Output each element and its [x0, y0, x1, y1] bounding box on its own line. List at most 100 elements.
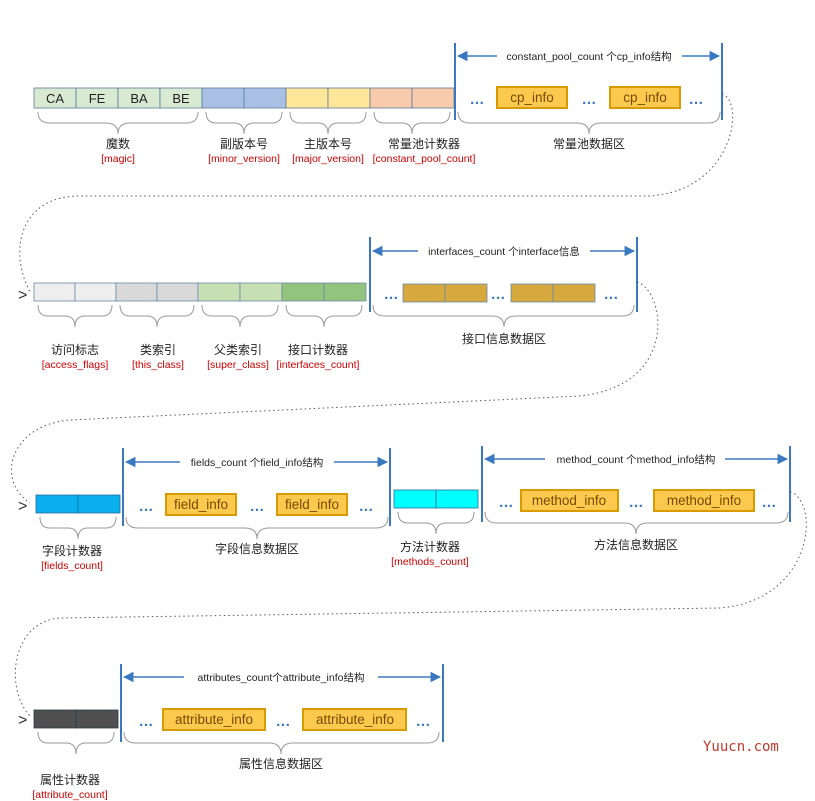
magic-cells: CA FE BA BE	[33, 87, 203, 109]
minor-version-label: 副版本号	[220, 137, 268, 151]
methods-count-label: 方法计数器	[400, 539, 460, 554]
super-class-label-en: [super_class]	[207, 359, 269, 371]
field-info-box-1: field_info	[174, 497, 228, 512]
interface-entries: … … …	[384, 283, 619, 303]
methods-count-label-en: [methods_count]	[391, 556, 469, 568]
interfaces-span: interfaces_count 个interface信息	[369, 237, 638, 312]
method-entries: … method_info … method_info …	[499, 489, 777, 512]
this-class-label-en: [this_class]	[132, 359, 184, 371]
fields-span-label: fields_count 个field_info结构	[191, 456, 324, 469]
attributes-region-label: 属性信息数据区	[239, 756, 323, 771]
interfaces-count-label: 接口计数器	[288, 342, 348, 357]
ellipsis: …	[499, 494, 514, 511]
row3-braces	[39, 511, 789, 540]
magic-byte-ba: BA	[130, 91, 148, 106]
method-info-box-2: method_info	[667, 493, 741, 508]
ellipsis: …	[582, 91, 597, 108]
watermark: Yuucn.com	[703, 739, 779, 755]
attribute-entries: … attribute_info … attribute_info …	[139, 708, 431, 731]
ellipsis: …	[384, 286, 399, 303]
ellipsis: …	[139, 498, 154, 515]
ellipsis: …	[762, 494, 777, 511]
row2-braces	[37, 304, 635, 328]
interfaces-count-label-en: [interfaces_count]	[277, 359, 360, 371]
methods-region-label: 方法信息数据区	[594, 537, 678, 552]
ellipsis: …	[250, 498, 265, 515]
fields-span: fields_count 个field_info结构	[122, 448, 391, 526]
attributes-count-label: 属性计数器	[40, 772, 100, 787]
interface-entry-cell	[402, 283, 446, 303]
ellipsis: …	[491, 286, 506, 303]
ellipsis: …	[470, 91, 485, 108]
this-class-label: 类索引	[140, 343, 176, 357]
fields-count-label-en: [fields_count]	[41, 560, 103, 572]
row3-labels: 字段计数器 [fields_count] 字段信息数据区 方法计数器 [meth…	[41, 537, 678, 572]
constant-pool-count-cells	[369, 87, 455, 109]
attributes-count-label-en: [attribute_count]	[32, 789, 107, 801]
constant-pool-region-label: 常量池数据区	[553, 136, 625, 151]
attribute-info-box-2: attribute_info	[316, 712, 394, 727]
interface-entry-cell	[510, 283, 554, 303]
attributes-count-cells	[33, 709, 119, 729]
fields-region-label: 字段信息数据区	[215, 541, 299, 556]
access-flags-cells	[33, 282, 117, 302]
methods-count-cells	[393, 489, 479, 509]
continue-arrow-glyph: >	[18, 712, 27, 729]
minor-version-label-en: [minor_version]	[208, 153, 280, 165]
fields-count-cells	[35, 494, 121, 514]
constant-pool-count-label: 常量池计数器	[388, 136, 460, 151]
interfaces-span-label: interfaces_count 个interface信息	[428, 245, 580, 258]
major-version-label-en: [major_version]	[292, 153, 364, 165]
constant-pool-count-label-en: [constant_pool_count]	[373, 153, 476, 165]
field-entries: … field_info … field_info …	[139, 493, 374, 516]
row4-braces	[37, 731, 440, 755]
row1-labels: 魔数 [magic] 副版本号 [minor_version] 主版本号 [ma…	[101, 136, 625, 165]
connector-row1-row2	[19, 93, 734, 293]
super-class-cells	[197, 282, 283, 302]
major-version-cells	[285, 87, 371, 109]
ellipsis: …	[604, 286, 619, 303]
connector-row2-row3	[11, 281, 659, 504]
magic-byte-fe: FE	[89, 91, 106, 106]
ellipsis: …	[416, 713, 431, 730]
access-flags-label-en: [access_flags]	[42, 359, 109, 371]
continue-arrow-glyph: >	[18, 287, 27, 304]
interface-entry-cell	[552, 283, 596, 303]
minor-version-cells	[201, 87, 287, 109]
super-class-label: 父类索引	[214, 343, 262, 357]
field-info-box-2: field_info	[285, 497, 339, 512]
major-version-label: 主版本号	[304, 137, 352, 151]
constant-pool-span: constant_pool_count 个cp_info结构	[454, 43, 723, 120]
interfaces-count-cells	[281, 282, 367, 302]
magic-byte-ca: CA	[46, 91, 64, 106]
ellipsis: …	[139, 713, 154, 730]
row4-labels: 属性计数器 [attribute_count] 属性信息数据区	[32, 756, 323, 801]
ellipsis: …	[359, 498, 374, 515]
cp-info-box-1: cp_info	[510, 90, 554, 105]
constant-pool-span-label: constant_pool_count 个cp_info结构	[506, 50, 671, 63]
attributes-span: attributes_count个attribute_info结构	[120, 664, 444, 742]
interface-entry-cell	[444, 283, 488, 303]
attribute-info-box-1: attribute_info	[175, 712, 253, 727]
interfaces-region-label: 接口信息数据区	[462, 331, 546, 346]
magic-label: 魔数	[106, 136, 130, 151]
magic-byte-be: BE	[172, 91, 190, 106]
methods-span: method_count 个method_info结构	[481, 446, 791, 522]
attributes-span-label: attributes_count个attribute_info结构	[198, 671, 365, 684]
ellipsis: …	[689, 91, 704, 108]
continue-arrow-glyph: >	[18, 498, 27, 515]
method-info-box-1: method_info	[532, 493, 606, 508]
row1-braces	[37, 111, 721, 135]
methods-span-label: method_count 个method_info结构	[557, 453, 716, 466]
this-class-cells	[115, 282, 199, 302]
connector-row3-row4	[14, 491, 807, 717]
constant-pool-entries: … cp_info … cp_info …	[470, 86, 704, 109]
ellipsis: …	[276, 713, 291, 730]
cp-info-box-2: cp_info	[623, 90, 667, 105]
access-flags-label: 访问标志	[51, 343, 99, 357]
ellipsis: …	[629, 494, 644, 511]
fields-count-label: 字段计数器	[42, 543, 102, 558]
row2-labels: 访问标志 [access_flags] 类索引 [this_class] 父类索…	[42, 331, 546, 371]
magic-label-en: [magic]	[101, 153, 135, 165]
